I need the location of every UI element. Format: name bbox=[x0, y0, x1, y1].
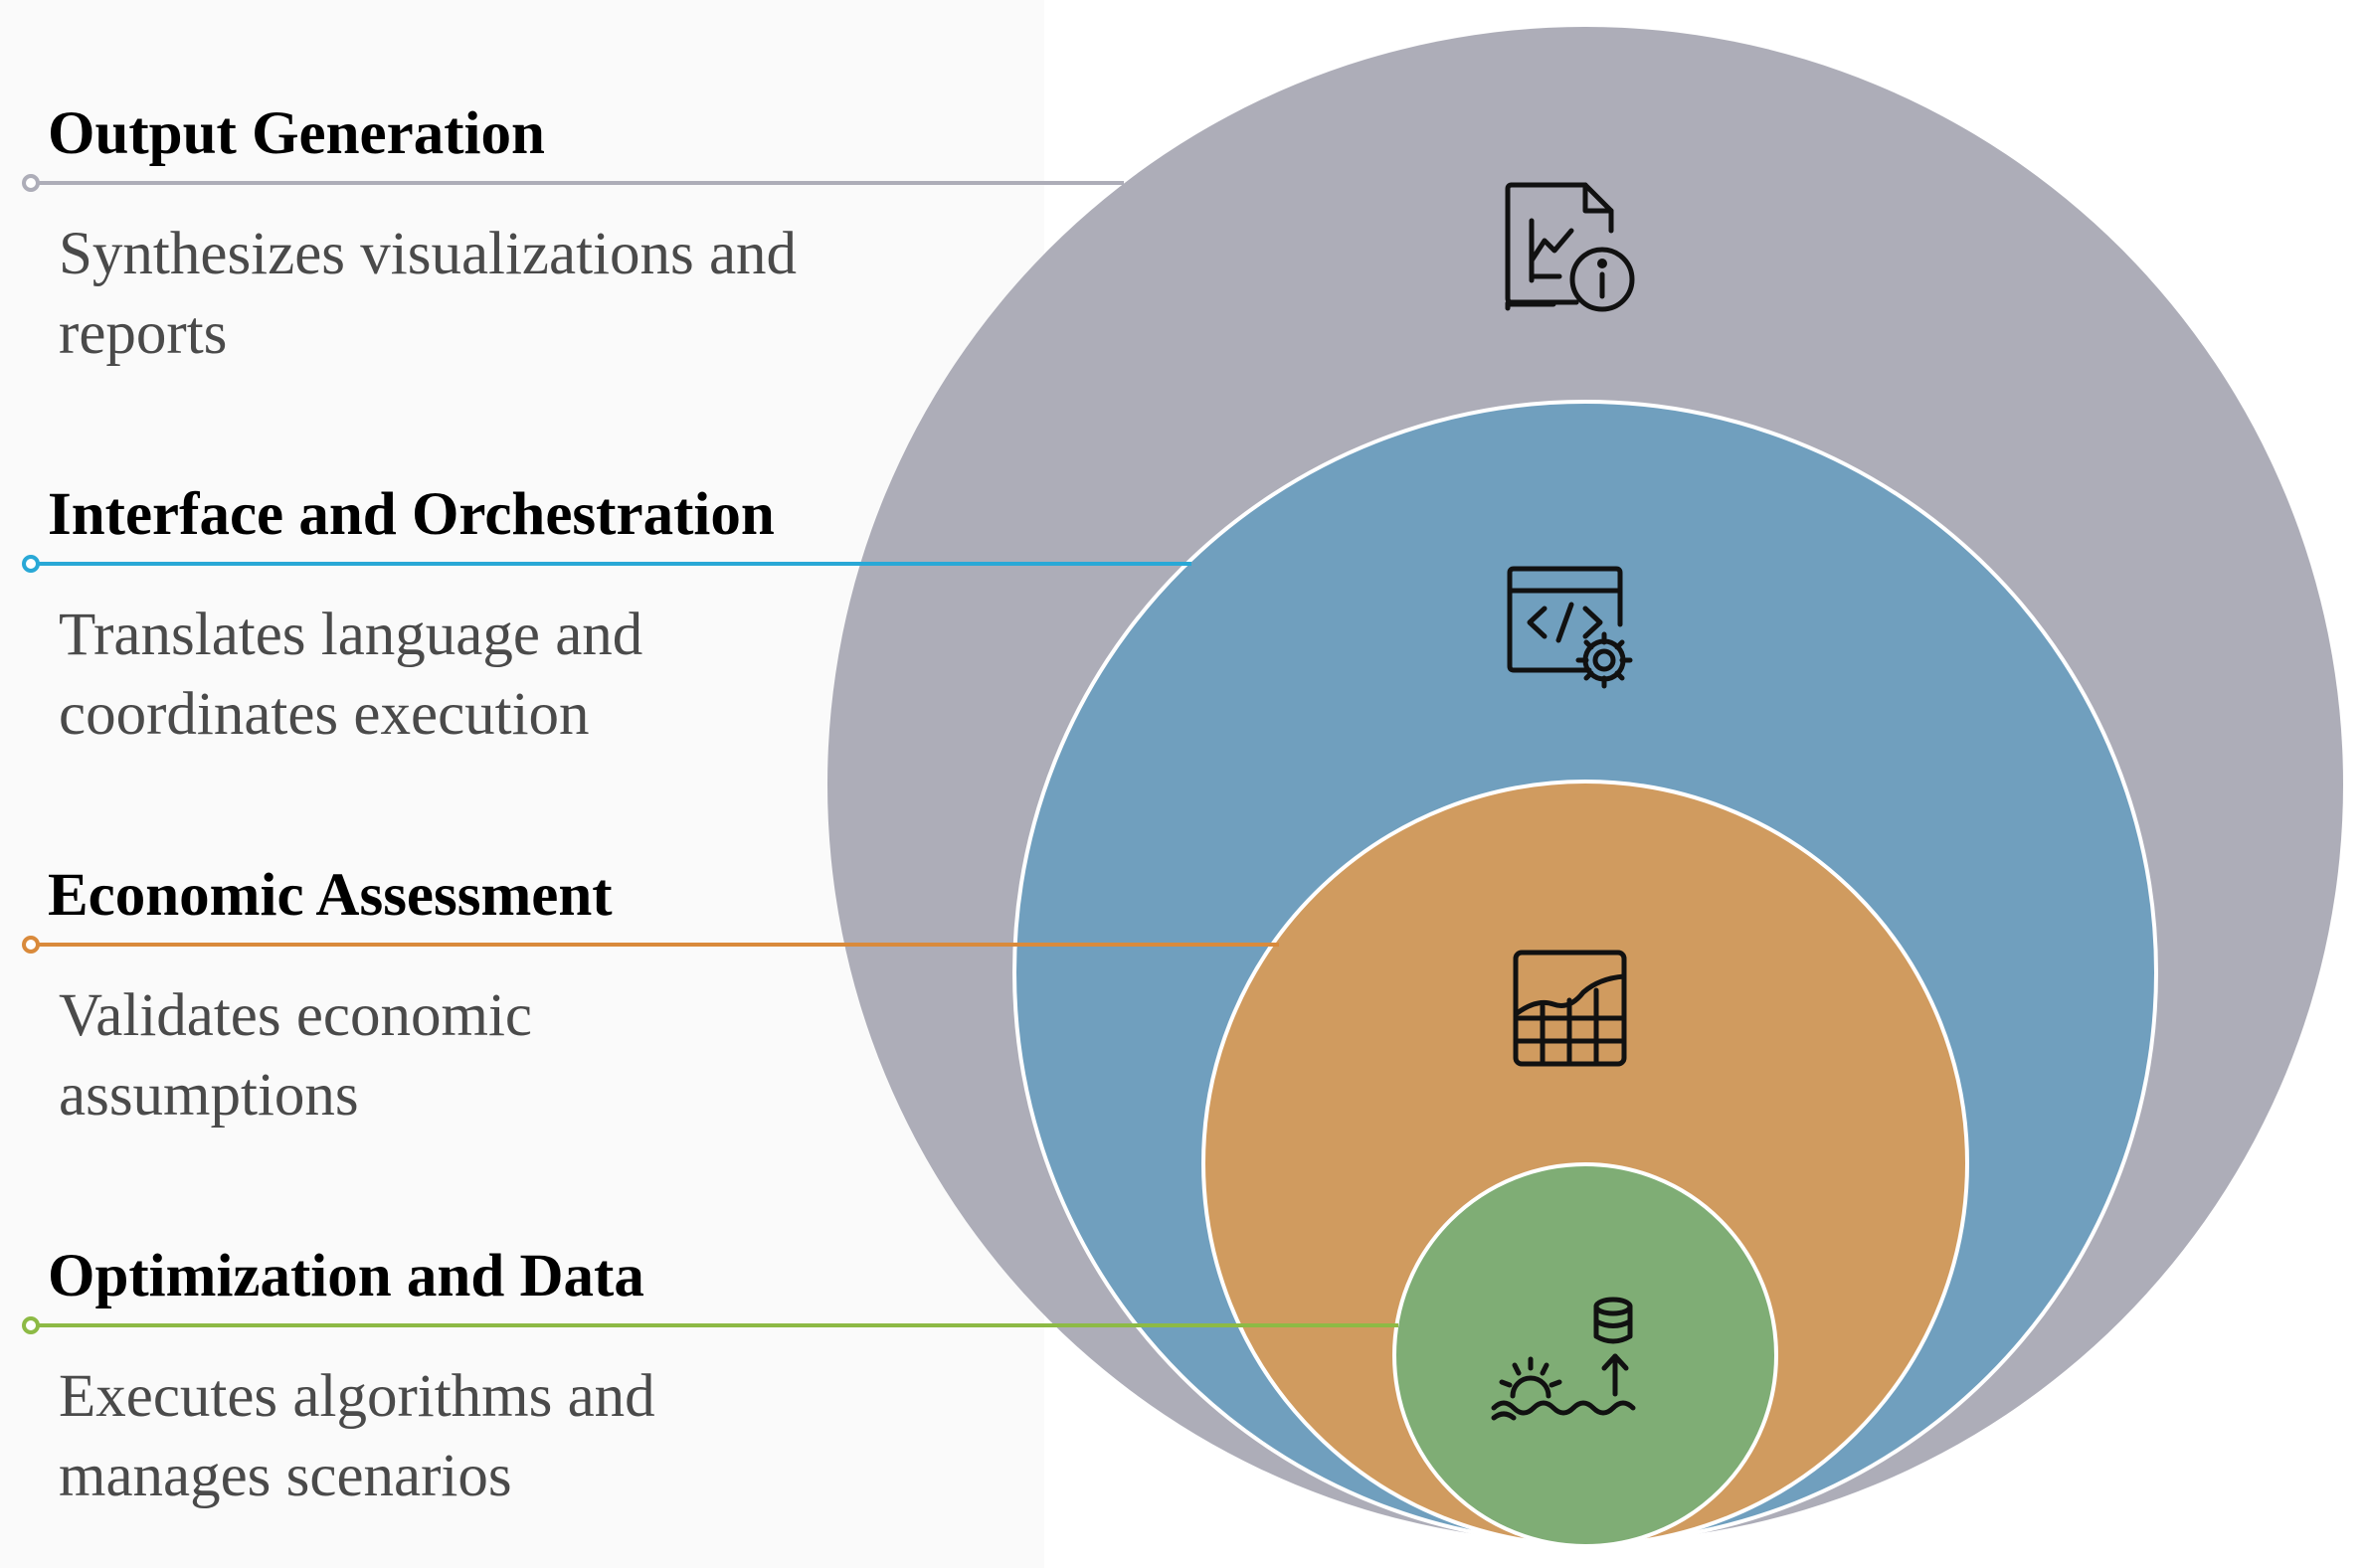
layer-description: Synthesizes visualizations and reports bbox=[59, 221, 798, 367]
layer-title: Interface and Orchestration bbox=[48, 481, 775, 548]
layer-description: Executes algorithms and manages scenario… bbox=[59, 1363, 655, 1509]
connector-economic bbox=[22, 936, 1279, 954]
layer-title: Economic Assessment bbox=[48, 862, 613, 929]
layer-title: Optimization and Data bbox=[48, 1243, 644, 1309]
database-gear-icon bbox=[1491, 1297, 1636, 1421]
connector-output bbox=[22, 174, 1124, 192]
report-info-icon bbox=[1505, 182, 1635, 312]
layer-output-generation: Output Generation Synthesizes visualizat… bbox=[48, 99, 1042, 367]
layer-title: Output Generation bbox=[48, 100, 545, 167]
layer-optimization-data: Optimization and Data Executes algorithm… bbox=[48, 1242, 1042, 1509]
layer-description: Validates economic assumptions bbox=[59, 982, 532, 1129]
circle-optimization-data bbox=[1392, 1162, 1778, 1548]
spreadsheet-chart-icon bbox=[1513, 950, 1627, 1067]
code-settings-icon bbox=[1507, 566, 1633, 689]
connector-optimization bbox=[22, 1316, 1398, 1334]
connector-interface bbox=[22, 555, 1191, 573]
layer-economic-assessment: Economic Assessment Validates economic a… bbox=[48, 861, 1042, 1129]
layer-interface-orchestration: Interface and Orchestration Translates l… bbox=[48, 480, 1042, 748]
layer-description: Translates language and coordinates exec… bbox=[59, 602, 643, 748]
